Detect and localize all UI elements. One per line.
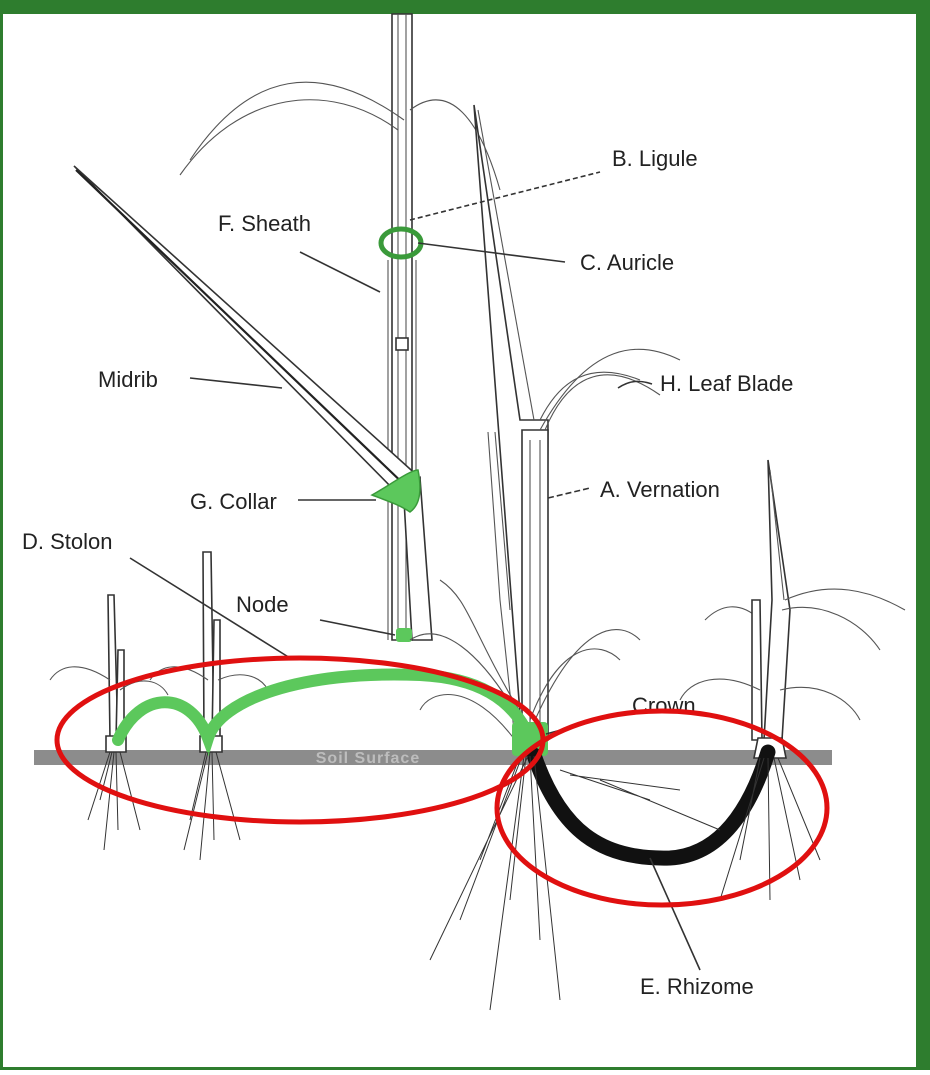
- frame-top-bar: [0, 0, 930, 14]
- midrib-label: Midrib: [98, 367, 158, 392]
- ligule-label: B. Ligule: [612, 146, 698, 171]
- node-leader: [320, 620, 395, 635]
- frame-right-bar: [918, 0, 930, 1070]
- top-leaf-blade: [180, 82, 500, 190]
- node-label: Node: [236, 592, 289, 617]
- sheath-leader: [300, 252, 380, 292]
- rhizome-circle: [497, 711, 827, 905]
- stolon-highlight: [118, 674, 526, 740]
- stolon-label: D. Stolon: [22, 529, 113, 554]
- vernation-leader: [548, 488, 590, 498]
- central-tiller: [474, 105, 680, 740]
- frame-border: [1, 1, 918, 1069]
- rhizome-highlight: [534, 752, 768, 858]
- midrib-leader: [190, 378, 282, 388]
- roots: [88, 752, 820, 1010]
- vernation-label: A. Vernation: [600, 477, 720, 502]
- rhizome-label: E. Rhizome: [640, 974, 754, 999]
- auricle-label: C. Auricle: [580, 250, 674, 275]
- midrib-leaf: [74, 166, 432, 640]
- soil-surface-label: Soil Surface: [316, 750, 420, 767]
- leaf-blade-label: H. Leaf Blade: [660, 371, 793, 396]
- collar-label: G. Collar: [190, 489, 277, 514]
- soil-surface-bar: [34, 750, 832, 765]
- rhizome-leader: [650, 858, 700, 970]
- right-tiller: [680, 460, 905, 758]
- ligule-leader: [410, 172, 600, 220]
- sheath-label: F. Sheath: [218, 211, 311, 236]
- node-highlight: [396, 628, 412, 642]
